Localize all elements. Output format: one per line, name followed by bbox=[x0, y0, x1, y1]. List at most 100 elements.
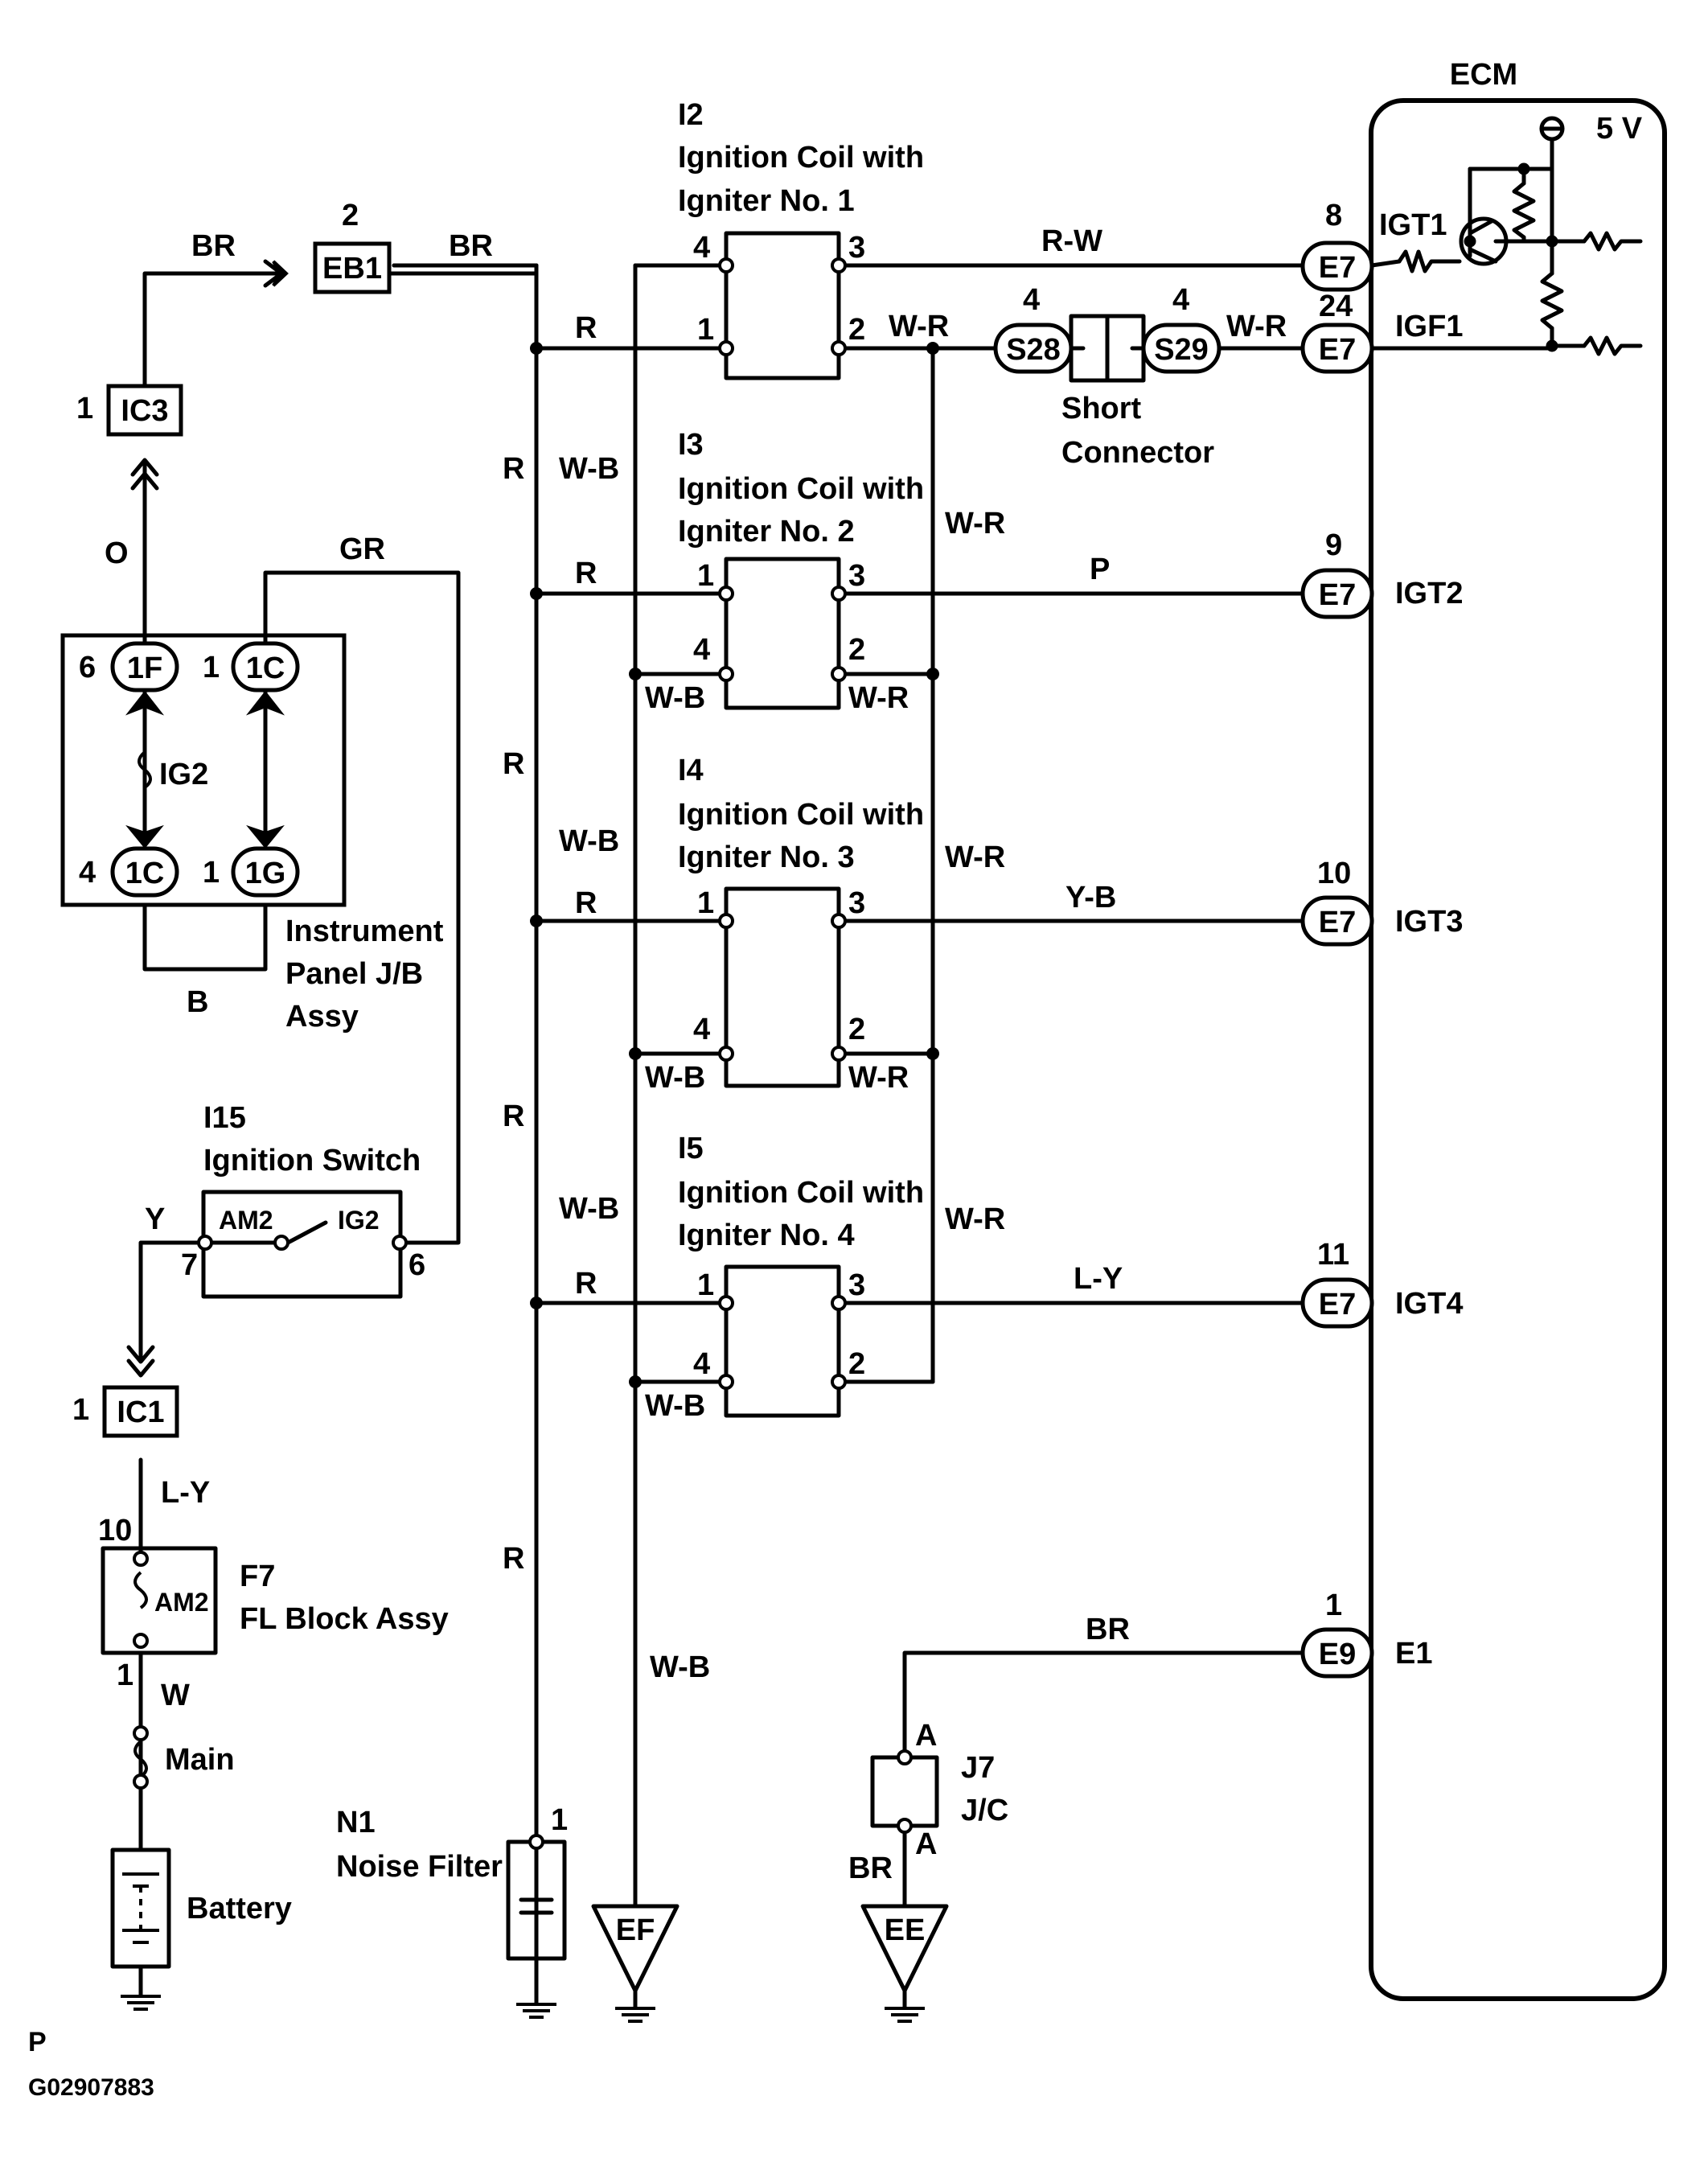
coil-i4-name2: Igniter No. 3 bbox=[678, 841, 855, 874]
wire-label: R bbox=[575, 1267, 597, 1301]
conn-s29-pill bbox=[1141, 323, 1221, 374]
conn-e7-igt4-pill bbox=[1300, 1277, 1374, 1329]
ground-ef bbox=[591, 1904, 680, 1993]
ecm-signal-igt3: IGT3 bbox=[1395, 905, 1463, 939]
conn-1f-pill bbox=[110, 641, 179, 693]
wire-label: GR bbox=[339, 532, 385, 566]
wire-label: BR bbox=[449, 229, 493, 263]
coil-i5-name1: Ignition Coil with bbox=[678, 1176, 924, 1210]
pin-label: 1 bbox=[203, 651, 220, 684]
wire-label: Y bbox=[145, 1202, 165, 1236]
wire-label: R-W bbox=[1041, 224, 1102, 258]
wire-label: L-Y bbox=[1074, 1262, 1123, 1296]
conn-label-1c: 1C bbox=[246, 651, 285, 685]
short-connector-label: Short bbox=[1061, 392, 1142, 425]
ecm-signal-igf1: IGF1 bbox=[1395, 310, 1463, 343]
jc-id: J7 bbox=[961, 1751, 995, 1785]
pin-label: 2 bbox=[848, 1347, 865, 1381]
jb-label: Instrument bbox=[285, 914, 444, 948]
fuse-ig2-symbol bbox=[138, 750, 152, 789]
pin-label: 1 bbox=[76, 392, 93, 425]
wire-label: BR bbox=[1086, 1613, 1130, 1646]
fl-block-fuse: AM2 bbox=[154, 1588, 209, 1617]
ecm-title: ECM bbox=[1450, 58, 1517, 92]
fl-block-box bbox=[101, 1546, 218, 1655]
conn-1c-top-pill bbox=[231, 641, 300, 693]
pin-label: 4 bbox=[693, 1347, 710, 1381]
footer-letter: P bbox=[28, 2027, 47, 2057]
coil-i5-name2: Igniter No. 4 bbox=[678, 1219, 855, 1252]
ecm-vref-label: 5 V bbox=[1596, 112, 1643, 146]
wire-label: W-R bbox=[889, 310, 949, 343]
conn-label-eb1: EB1 bbox=[322, 252, 382, 286]
conn-label-ic1: IC1 bbox=[117, 1395, 164, 1429]
pin-label: 2 bbox=[342, 199, 359, 232]
pin-label: 3 bbox=[848, 559, 865, 593]
wire-label: R bbox=[575, 886, 597, 920]
pin-label: 4 bbox=[693, 231, 710, 265]
conn-label-1f: 1F bbox=[127, 651, 162, 685]
jb-fuse-label: IG2 bbox=[159, 758, 208, 791]
pin-label: 4 bbox=[1172, 283, 1189, 317]
conn-label-e7: E7 bbox=[1319, 906, 1356, 939]
conn-label-e7: E7 bbox=[1319, 578, 1356, 612]
wire-label: O bbox=[105, 536, 129, 570]
fuse-am2-symbol bbox=[133, 1571, 148, 1609]
wire-label: R bbox=[503, 452, 524, 486]
noise-filter-name: Noise Filter bbox=[336, 1850, 503, 1884]
wire-label: W-R bbox=[1226, 310, 1287, 343]
ecm-pin-number: 1 bbox=[1325, 1589, 1342, 1622]
battery-label: Battery bbox=[187, 1892, 292, 1926]
conn-label-e7: E7 bbox=[1319, 333, 1356, 367]
battery-box bbox=[110, 1847, 171, 1969]
ecm-signal-igt2: IGT2 bbox=[1395, 577, 1463, 610]
wire-label: W-R bbox=[848, 1061, 909, 1095]
ecm-box bbox=[1369, 98, 1667, 2001]
short-connector-label: Connector bbox=[1061, 436, 1214, 470]
fl-block-name: FL Block Assy bbox=[240, 1602, 449, 1636]
wire-label: BR bbox=[191, 229, 236, 263]
jc-name: J/C bbox=[961, 1794, 1008, 1827]
wire-label: R bbox=[503, 1099, 524, 1133]
pin-label: 1 bbox=[72, 1393, 89, 1427]
coil-i2-id: I2 bbox=[678, 98, 704, 132]
noise-filter-id: N1 bbox=[336, 1806, 376, 1839]
conn-label-e7: E7 bbox=[1319, 1288, 1356, 1321]
wire-label: L-Y bbox=[161, 1476, 210, 1510]
wire-label: W-B bbox=[650, 1650, 710, 1684]
wire-label: W-R bbox=[848, 681, 909, 715]
conn-1c-bottom-pill bbox=[110, 846, 179, 898]
wire-label: R bbox=[503, 1542, 524, 1576]
pin-label: 7 bbox=[181, 1248, 198, 1282]
pin-label: 1 bbox=[697, 559, 714, 593]
conn-1g-pill bbox=[231, 846, 300, 898]
conn-label-s29: S29 bbox=[1154, 333, 1209, 367]
conn-label-ic3: IC3 bbox=[121, 394, 168, 428]
conn-ic3-box bbox=[106, 384, 183, 437]
ground-ee-label: EE bbox=[885, 1913, 926, 1947]
coil-box-i5 bbox=[724, 1264, 841, 1418]
ecm-pin-number: 11 bbox=[1317, 1238, 1349, 1272]
wire-label: W-B bbox=[645, 1389, 705, 1423]
pin-label: 4 bbox=[693, 633, 710, 667]
ecm-pin-number: 8 bbox=[1325, 199, 1342, 232]
ecm-pin-number: 24 bbox=[1319, 290, 1353, 323]
pin-label: 2 bbox=[848, 1013, 865, 1046]
conn-eb1-box bbox=[313, 241, 392, 294]
coil-i4-id: I4 bbox=[678, 754, 704, 787]
conn-ic1-box bbox=[102, 1385, 179, 1438]
jb-arrow-up-1c bbox=[245, 690, 285, 716]
jb-label: Assy bbox=[285, 1000, 359, 1034]
pin-label: 4 bbox=[1023, 283, 1040, 317]
conn-e7-igt2-pill bbox=[1300, 568, 1374, 619]
wire-label: R bbox=[575, 311, 597, 345]
coil-box-i3 bbox=[724, 557, 841, 710]
fl-block-id: F7 bbox=[240, 1560, 275, 1593]
pin-label: 6 bbox=[79, 651, 96, 684]
pin-label: 1 bbox=[203, 856, 220, 890]
conn-label-1g: 1G bbox=[245, 857, 286, 890]
wire-label: W-B bbox=[645, 1061, 705, 1095]
conn-label-e9: E9 bbox=[1319, 1638, 1356, 1671]
ecm-pin-number: 9 bbox=[1325, 528, 1342, 562]
